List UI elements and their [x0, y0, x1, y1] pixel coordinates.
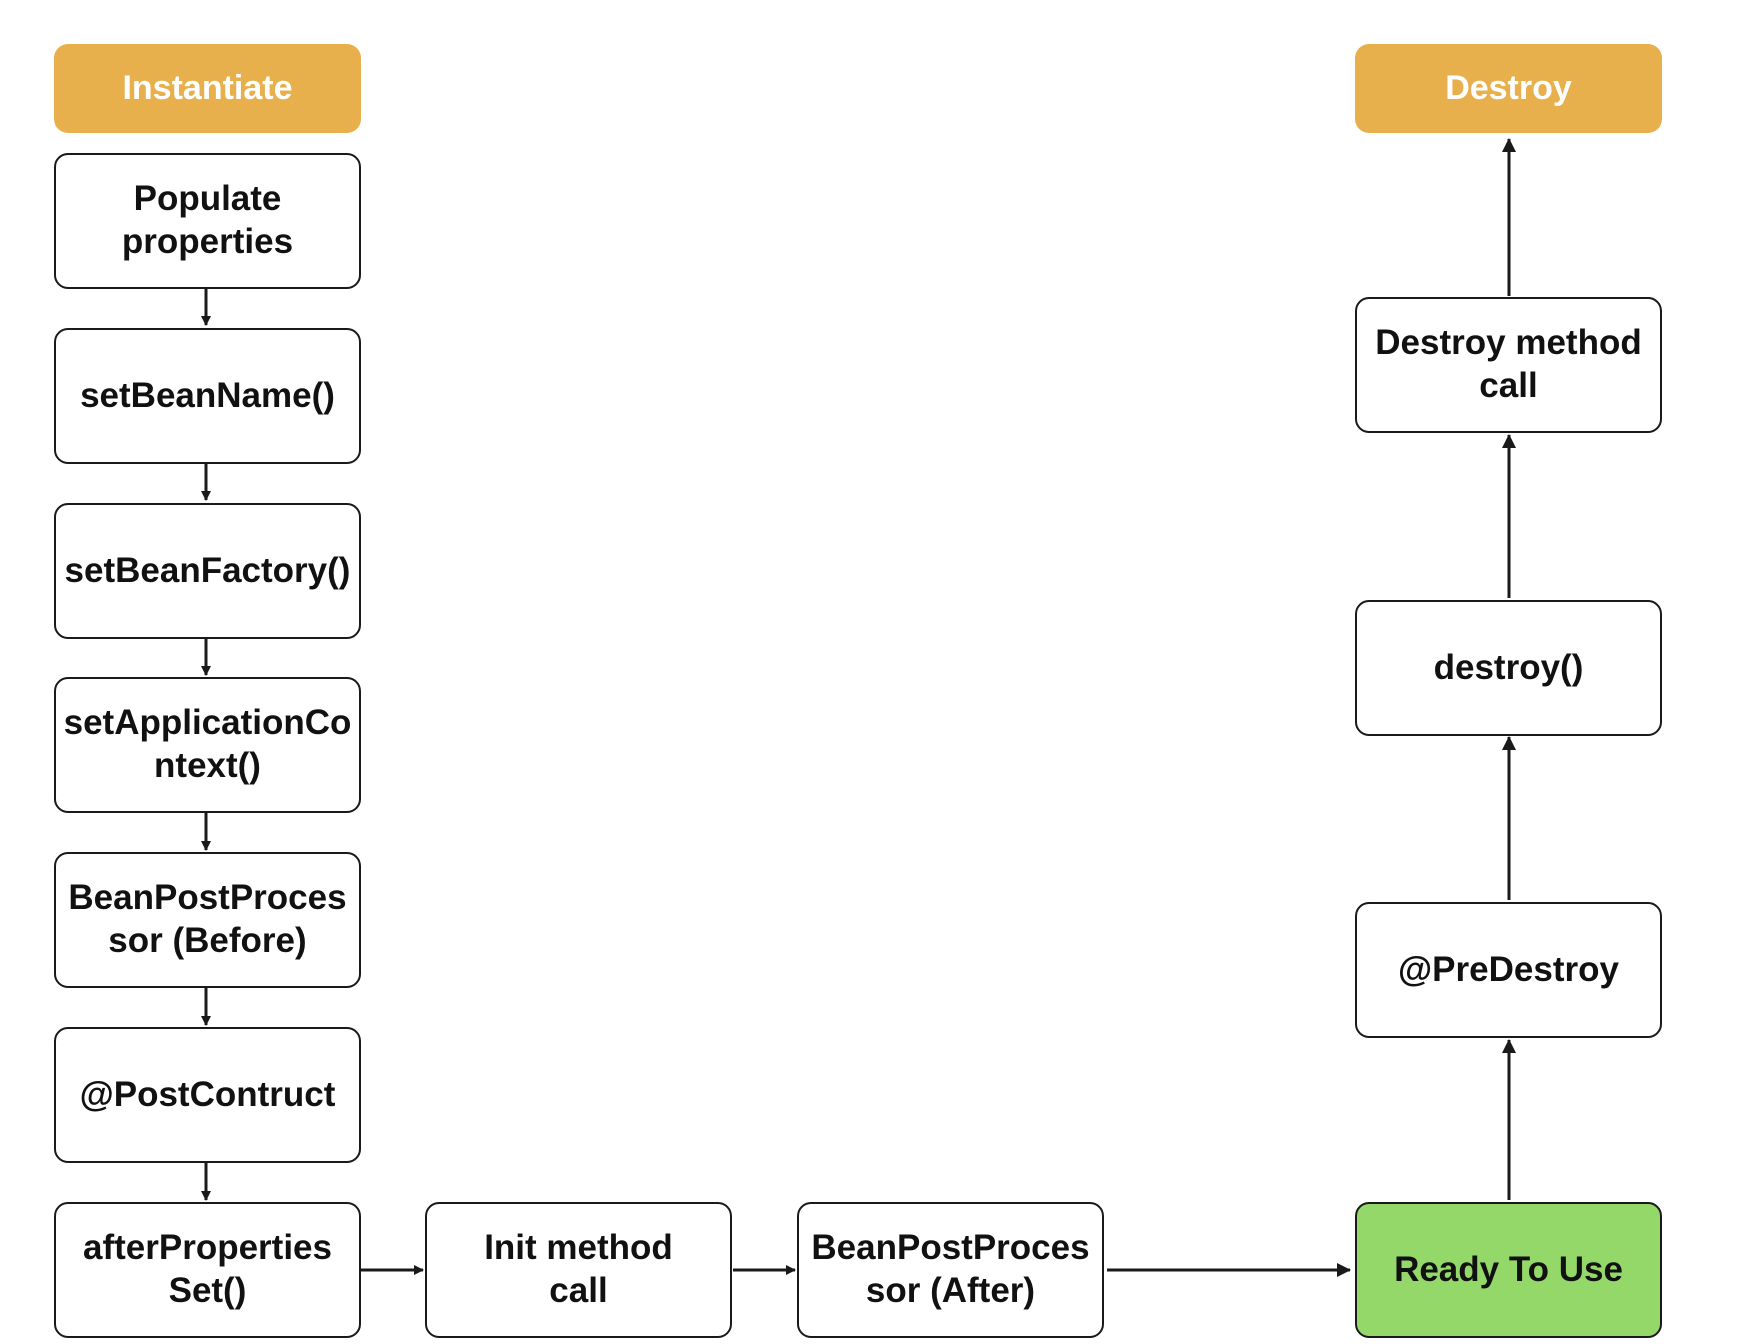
- init-method-node: Init method call: [425, 1202, 732, 1338]
- ready-to-use-node: Ready To Use: [1355, 1202, 1662, 1338]
- bean-post-processor-after-node: BeanPostProces sor (After): [797, 1202, 1104, 1338]
- bean-post-processor-before-node: BeanPostProces sor (Before): [54, 852, 361, 988]
- destroy-label: Destroy: [1445, 68, 1572, 107]
- set-bean-name-label: setBeanName(): [80, 375, 335, 415]
- set-bean-factory-node: setBeanFactory(): [54, 503, 361, 639]
- after-properties-set-node: afterProperties Set(): [54, 1202, 361, 1338]
- pre-destroy-label: @PreDestroy: [1398, 949, 1619, 989]
- destroy-method-call-label: Destroy method call: [1375, 323, 1642, 405]
- populate-properties-label: Populate properties: [121, 179, 294, 261]
- instantiate-label: Instantiate: [122, 68, 293, 107]
- init-method-label: Init method call: [484, 1228, 673, 1310]
- destroy-function-node: destroy(): [1355, 600, 1662, 736]
- set-application-context-label: setApplicationCo ntext(): [63, 703, 352, 785]
- set-application-context-node: setApplicationCo ntext(): [54, 677, 361, 813]
- destroy-method-call-node: Destroy method call: [1355, 297, 1662, 433]
- populate-properties-node: Populate properties: [54, 153, 361, 289]
- set-bean-factory-label: setBeanFactory(): [64, 550, 351, 590]
- destroy-node: Destroy: [1355, 44, 1662, 133]
- ready-to-use-label: Ready To Use: [1394, 1249, 1623, 1289]
- post-construct-label: @PostContruct: [79, 1074, 336, 1114]
- bean-post-processor-before-label: BeanPostProces sor (Before): [68, 878, 347, 960]
- set-bean-name-node: setBeanName(): [54, 328, 361, 464]
- bean-post-processor-after-label: BeanPostProces sor (After): [811, 1228, 1090, 1310]
- destroy-function-label: destroy(): [1433, 647, 1584, 687]
- post-construct-node: @PostContruct: [54, 1027, 361, 1163]
- pre-destroy-node: @PreDestroy: [1355, 902, 1662, 1038]
- instantiate-node: Instantiate: [54, 44, 361, 133]
- after-properties-set-label: afterProperties Set(): [83, 1228, 332, 1310]
